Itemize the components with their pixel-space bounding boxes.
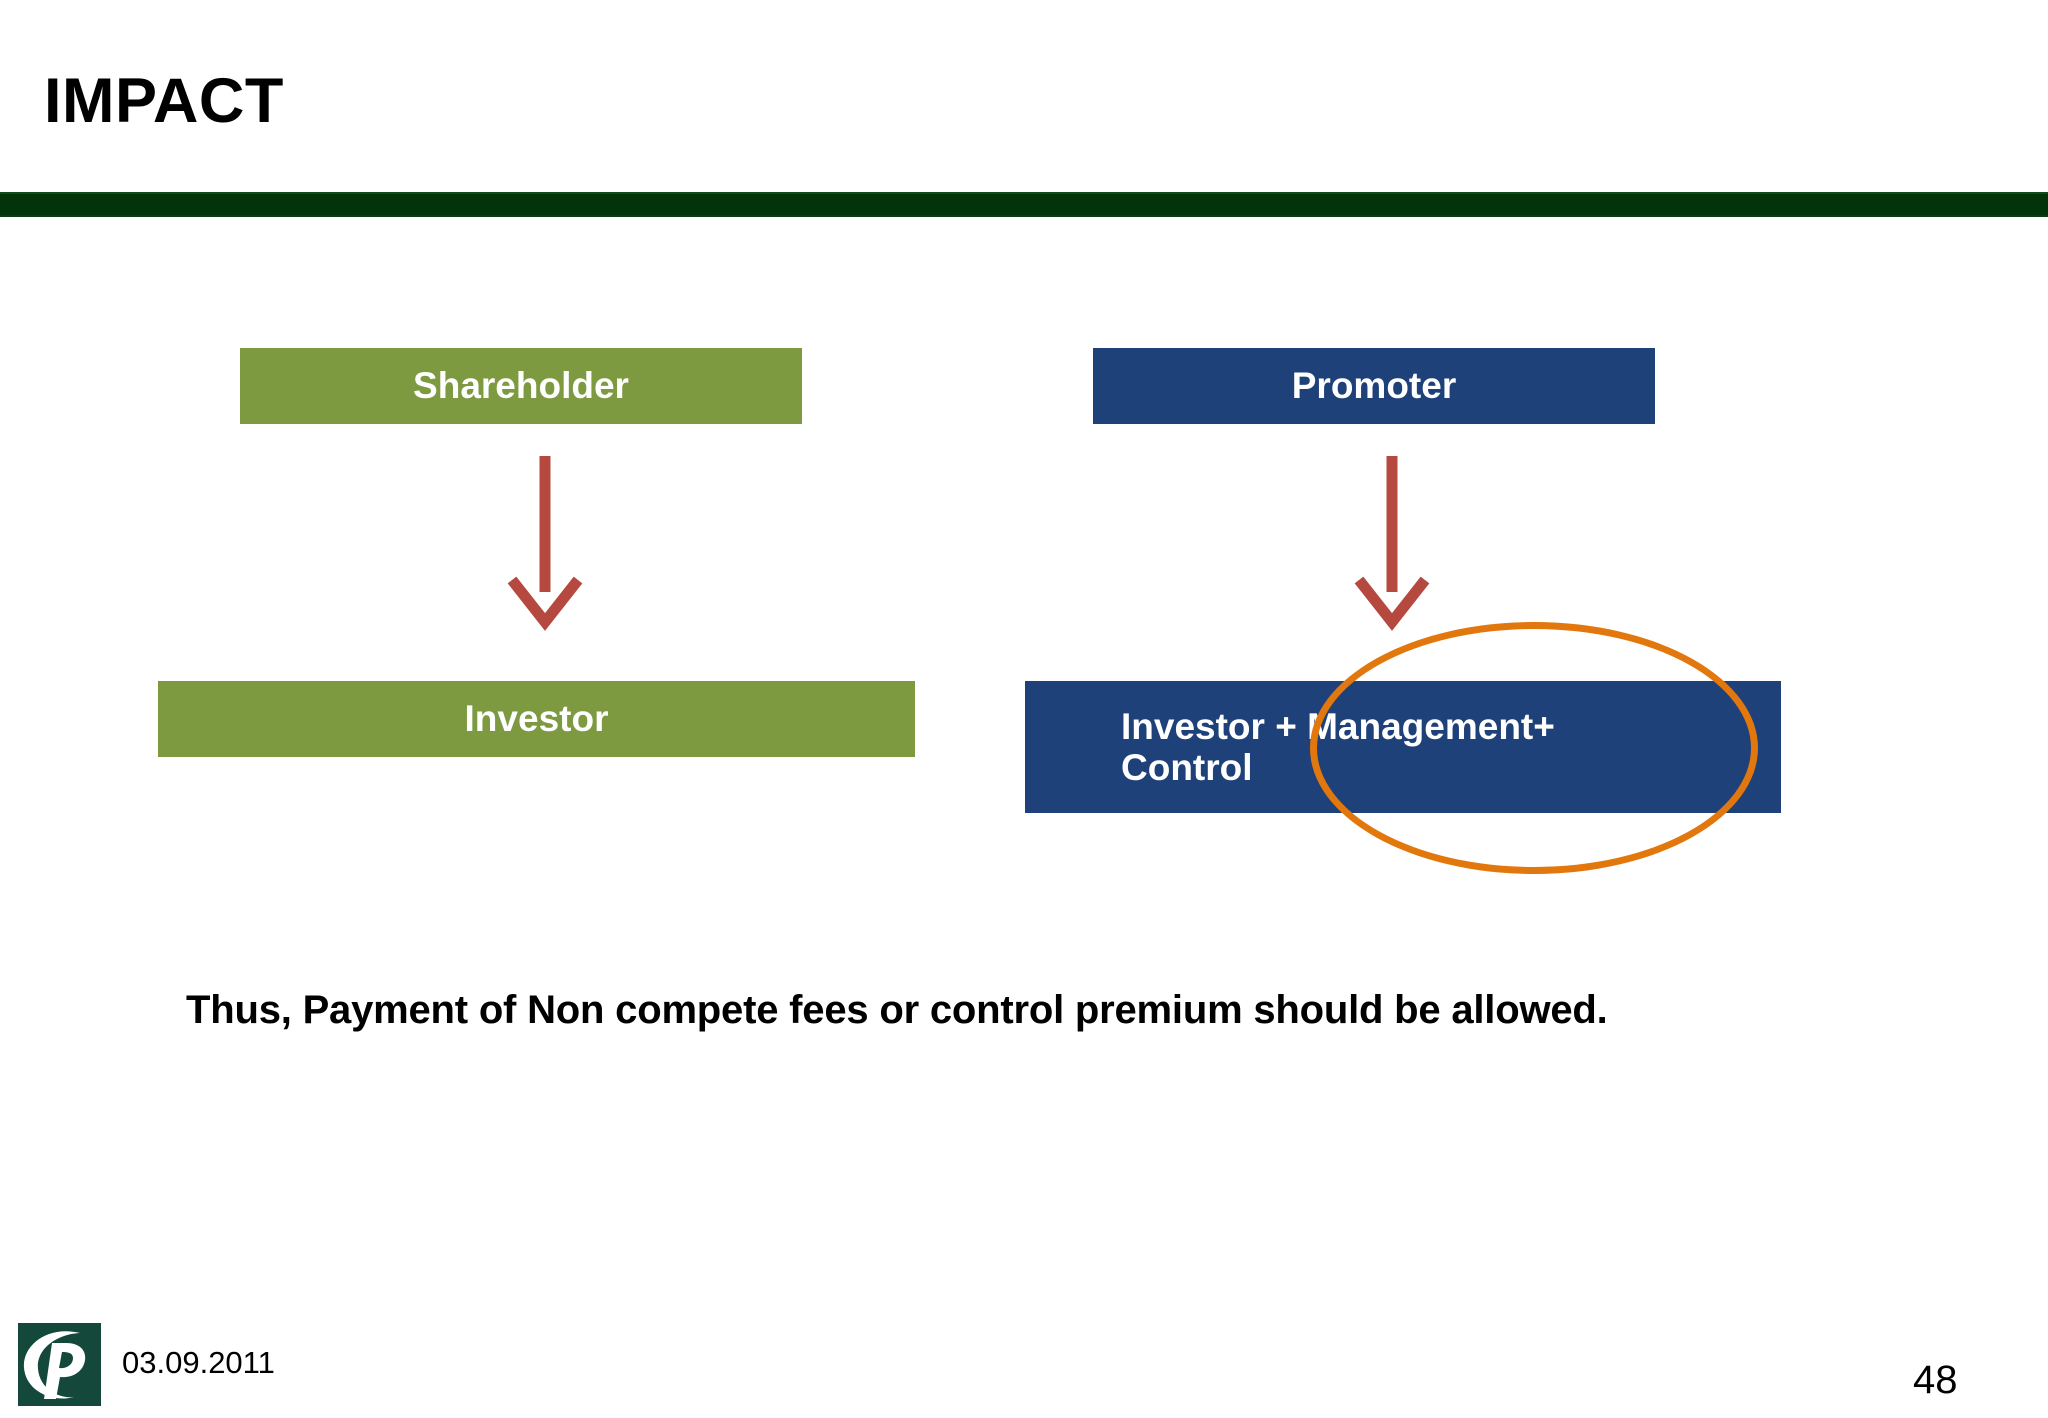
page-number: 48: [1913, 1358, 1958, 1402]
promoter-box-label: Promoter: [1291, 365, 1457, 407]
investor-box-label: Investor: [464, 698, 609, 740]
promoter-to-investor-arrow-icon: [1354, 456, 1430, 631]
title-divider-rule: [0, 192, 2048, 217]
investor-management-control-box: Investor + Management+ Control: [1025, 681, 1781, 813]
page-title: IMPACT: [44, 66, 284, 136]
company-logo-icon: [18, 1323, 101, 1406]
shareholder-to-investor-arrow-icon: [507, 456, 583, 631]
investor-box: Investor: [158, 681, 915, 757]
conclusion-caption: Thus, Payment of Non compete fees or con…: [186, 988, 1608, 1032]
investor-management-control-line1: Investor + Management+: [1121, 705, 1555, 747]
promoter-box: Promoter: [1093, 348, 1655, 424]
shareholder-box-label: Shareholder: [413, 365, 629, 407]
footer-date: 03.09.2011: [122, 1345, 275, 1380]
shareholder-box: Shareholder: [240, 348, 802, 424]
investor-management-control-line2: Control: [1121, 747, 1253, 788]
